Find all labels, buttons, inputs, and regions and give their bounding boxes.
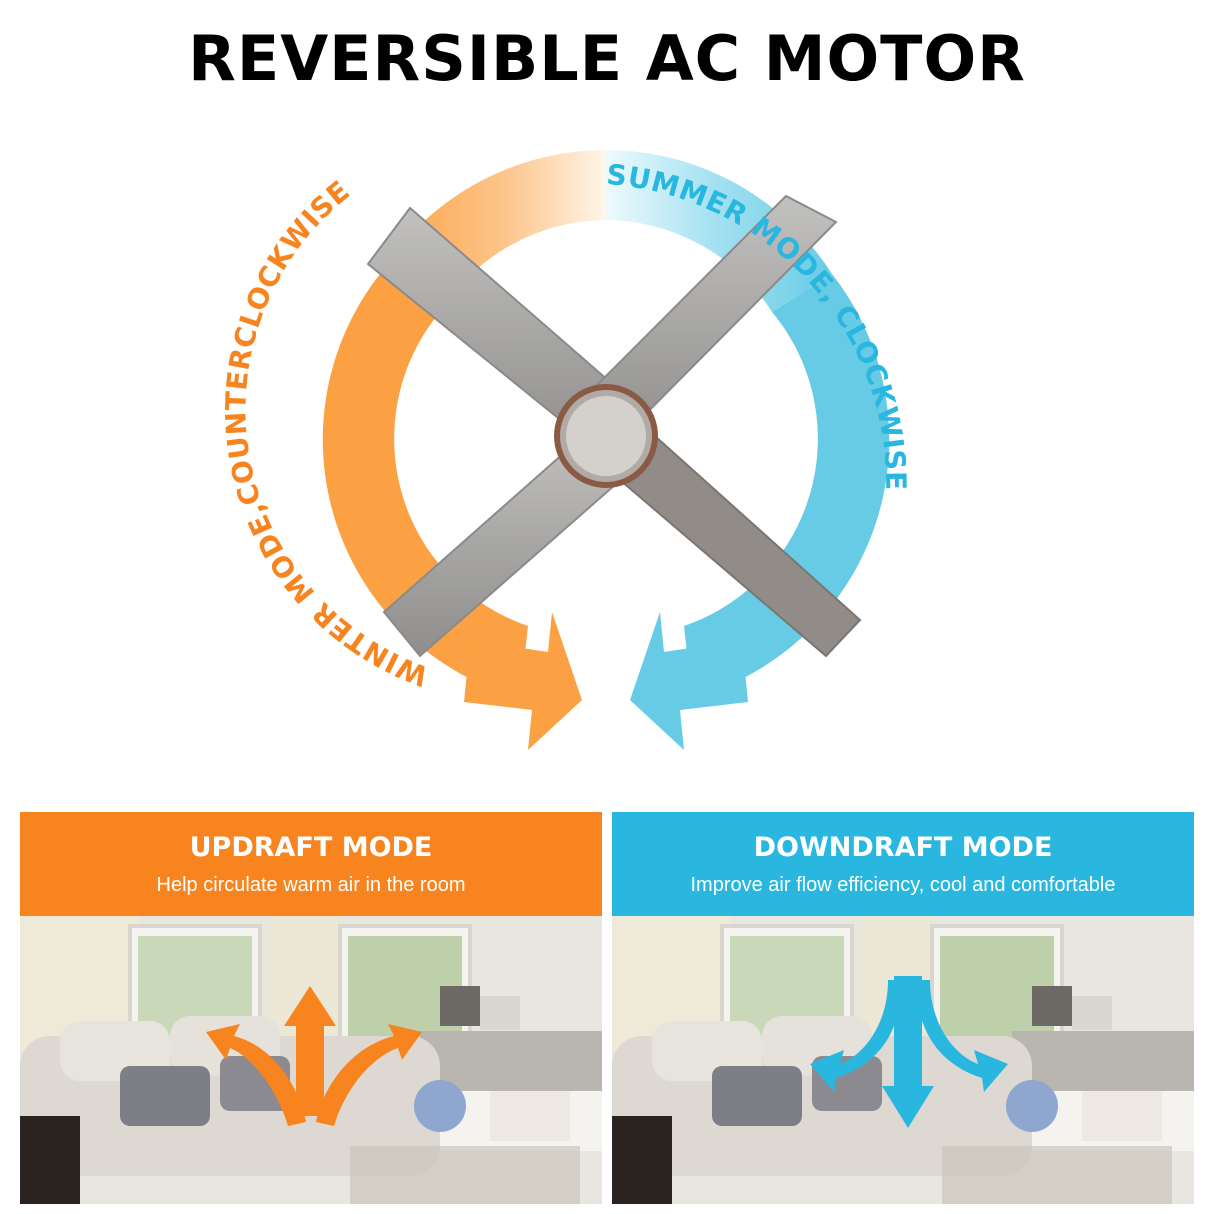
updraft-header: UPDRAFT MODE Help circulate warm air in … xyxy=(20,812,602,916)
updraft-subtitle: Help circulate warm air in the room xyxy=(156,874,466,896)
up-arrows-icon xyxy=(206,986,422,1126)
updraft-title: UPDRAFT MODE xyxy=(189,832,433,863)
downdraft-subtitle: Improve air flow efficiency, cool and co… xyxy=(690,874,1116,896)
living-room-image xyxy=(612,916,1194,1204)
page-title: REVERSIBLE AC MOTOR xyxy=(188,22,1026,95)
ceiling-fan-icon xyxy=(366,194,862,658)
downdraft-title: DOWNDRAFT MODE xyxy=(753,832,1053,863)
downdraft-header: DOWNDRAFT MODE Improve air flow efficien… xyxy=(612,812,1194,916)
downdraft-panel: DOWNDRAFT MODE Improve air flow efficien… xyxy=(612,812,1194,1204)
winter-arrowhead-icon xyxy=(464,612,582,750)
living-room-image xyxy=(20,916,602,1204)
down-arrows-icon xyxy=(810,976,1008,1128)
updraft-panel: UPDRAFT MODE Help circulate warm air in … xyxy=(20,812,602,1204)
summer-arrowhead-icon xyxy=(630,612,748,750)
fan-rotation-diagram: WINTER MODE,COUNTERCLOCKWISE SUMMER MODE… xyxy=(219,150,912,750)
